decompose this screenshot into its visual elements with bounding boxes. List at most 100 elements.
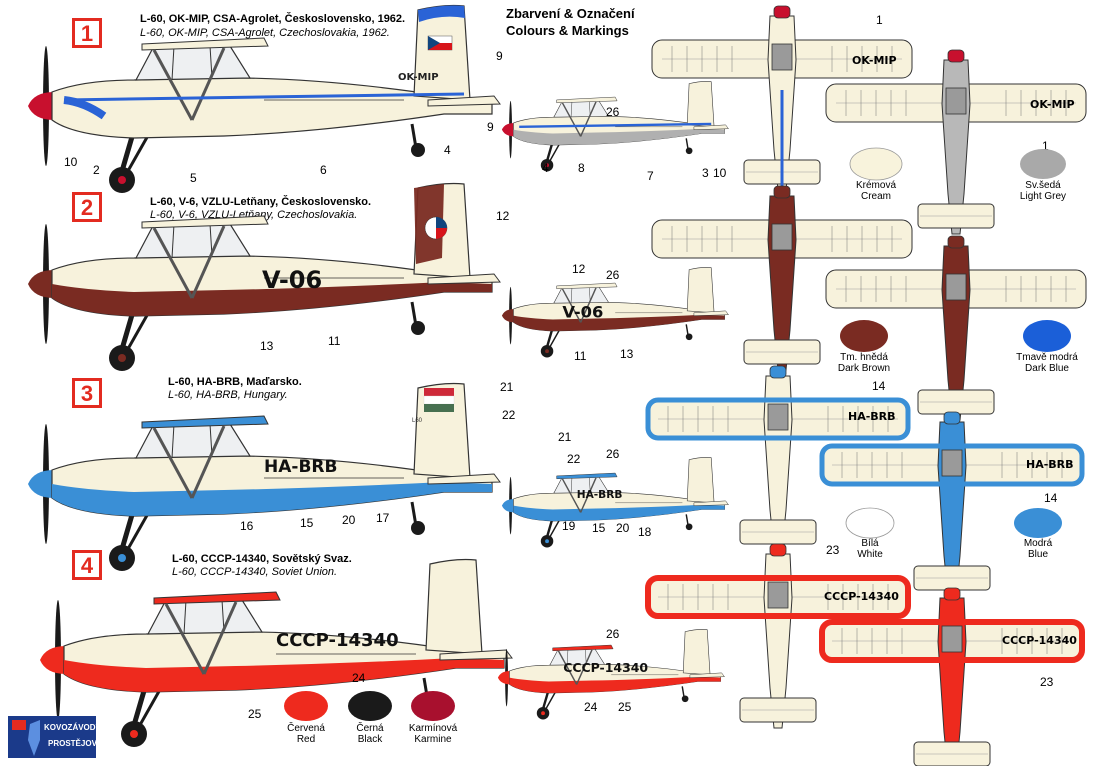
svg-text:White: White	[857, 549, 883, 560]
callout: 13	[620, 347, 634, 361]
callout: 19	[562, 519, 576, 533]
caption-en: L-60, HA-BRB, Hungary.	[168, 389, 288, 401]
callout: 22	[567, 452, 581, 466]
side-view: L60 HA-BRB	[28, 384, 500, 572]
badge-number: 4	[81, 553, 94, 578]
registration: CCCP-14340	[563, 660, 648, 675]
bottom-view: OK-MIP	[825, 49, 1087, 235]
callout: 20	[616, 521, 630, 535]
callout: 14	[1044, 491, 1058, 505]
svg-text:Light Grey: Light Grey	[1020, 191, 1066, 202]
callout: 24	[584, 700, 598, 714]
registration: CCCP-14340	[824, 590, 899, 603]
callout: 16	[240, 519, 254, 533]
badge-number: 2	[81, 195, 93, 220]
side-view-small	[500, 80, 730, 173]
svg-text:Modrá: Modrá	[1024, 538, 1053, 549]
side-view-small: V-06	[500, 266, 730, 359]
svg-text:Karmínová: Karmínová	[409, 723, 458, 734]
callout: 4	[542, 161, 549, 175]
callout: 4	[444, 143, 451, 157]
callout: 26	[606, 105, 620, 119]
registration: HA-BRB	[577, 489, 623, 501]
manufacturer-logo: KOVOZÁVODY PROSTĚJOV	[8, 716, 102, 758]
callout: 3	[702, 166, 709, 180]
svg-text:Black: Black	[358, 734, 383, 745]
callout: 9	[487, 120, 494, 134]
callout: 15	[300, 516, 314, 530]
title-cz: Zbarvení & Označení	[506, 6, 635, 21]
callout: 24	[352, 671, 366, 685]
callout: 15	[592, 521, 606, 535]
svg-text:Bílá: Bílá	[861, 538, 879, 549]
svg-text:Sv.šedá: Sv.šedá	[1025, 180, 1061, 191]
swatch-black: Černá Black	[348, 691, 392, 745]
caption-en: L-60, OK-MIP, CSA-Agrolet, Czechoslovaki…	[140, 27, 390, 39]
svg-text:Blue: Blue	[1028, 549, 1048, 560]
callout: 7	[647, 169, 654, 183]
svg-text:Karmine: Karmine	[414, 734, 452, 745]
callout: 1	[1042, 139, 1049, 153]
svg-text:Cream: Cream	[861, 191, 891, 202]
caption-cz: L-60, CCCP-14340, Sovětský Svaz.	[172, 553, 352, 565]
callout: 20	[342, 513, 356, 527]
caption-en: L-60, CCCP-14340, Soviet Union.	[172, 566, 337, 578]
variant-3: 3 L-60, HA-BRB, Maďarsko. L-60, HA-BRB, …	[28, 365, 1085, 597]
caption-cz: L-60, OK-MIP, CSA-Agrolet, Československ…	[140, 12, 405, 25]
callout: 26	[606, 447, 620, 461]
side-view: V-06	[28, 184, 500, 372]
color-swatches: Krémová Cream Sv.šedá Light Grey Tm. hně…	[284, 147, 1078, 745]
swatch-blue: Modrá Blue	[1014, 508, 1062, 560]
registration: HA-BRB	[1026, 458, 1074, 471]
callout: 8	[578, 161, 585, 175]
callout: 12	[572, 262, 586, 276]
top-view: OK-MIP	[651, 5, 913, 191]
swatch-dark-blue: Tmavě modrá Dark Blue	[1016, 320, 1078, 374]
callout: 10	[64, 155, 78, 169]
top-view: CCCP-14340	[645, 543, 911, 729]
bottom-view: CCCP-14340	[819, 587, 1085, 771]
swatch-white: Bílá White	[845, 507, 895, 560]
callout: 18	[638, 525, 652, 539]
callout: 17	[376, 511, 390, 525]
callout: 25	[248, 707, 262, 721]
side-view-small: HA-BRB	[500, 456, 730, 549]
svg-text:Red: Red	[297, 734, 315, 745]
side-view-small: CCCP-14340	[496, 628, 726, 721]
registration: CCCP-14340	[1002, 634, 1077, 647]
registration: V-06	[262, 266, 322, 294]
top-view: HA-BRB	[645, 365, 911, 551]
badge-number: 3	[81, 381, 93, 406]
swatch-karmine: Karmínová Karmine	[409, 691, 458, 745]
svg-text:Dark Brown: Dark Brown	[838, 363, 890, 374]
callout: 11	[328, 334, 341, 348]
registration: HA-BRB	[264, 457, 337, 477]
svg-text:Tmavě modrá: Tmavě modrá	[1016, 352, 1078, 363]
badge-number: 1	[81, 21, 93, 46]
callout: 14	[872, 379, 886, 393]
registration: CCCP-14340	[276, 630, 399, 651]
caption-cz: L-60, V-6, VZLU-Letňany, Československo.	[150, 195, 371, 208]
callout: 21	[558, 430, 572, 444]
svg-text:Černá: Černá	[356, 721, 384, 734]
svg-text:Tm. hnědá: Tm. hnědá	[840, 352, 888, 363]
callout: 25	[618, 700, 632, 714]
logo-line2: PROSTĚJOV	[48, 739, 98, 748]
svg-text:Krémová: Krémová	[856, 180, 896, 191]
registration: HA-BRB	[848, 410, 896, 423]
callout: 6	[320, 163, 327, 177]
variant-4: 4 L-60, CCCP-14340, Sovětský Svaz. L-60,…	[40, 543, 1085, 771]
callout: 26	[606, 268, 620, 282]
svg-text:Červená: Červená	[287, 721, 325, 734]
callout: 26	[606, 627, 620, 641]
callout: 5	[190, 171, 197, 185]
variant-1: 1 L-60, OK-MIP, CSA-Agrolet, Českosloven…	[28, 5, 1087, 235]
logo-line1: KOVOZÁVODY	[44, 723, 102, 732]
variant-2: 2 L-60, V-6, VZLU-Letňany, Československ…	[28, 184, 1087, 421]
swatch-dark-brown: Tm. hnědá Dark Brown	[838, 320, 890, 374]
callout: 13	[260, 339, 274, 353]
callout: 21	[500, 380, 514, 394]
caption-en: L-60, V-6, VZLU-Letňany, Czechoslovakia.	[150, 209, 357, 221]
